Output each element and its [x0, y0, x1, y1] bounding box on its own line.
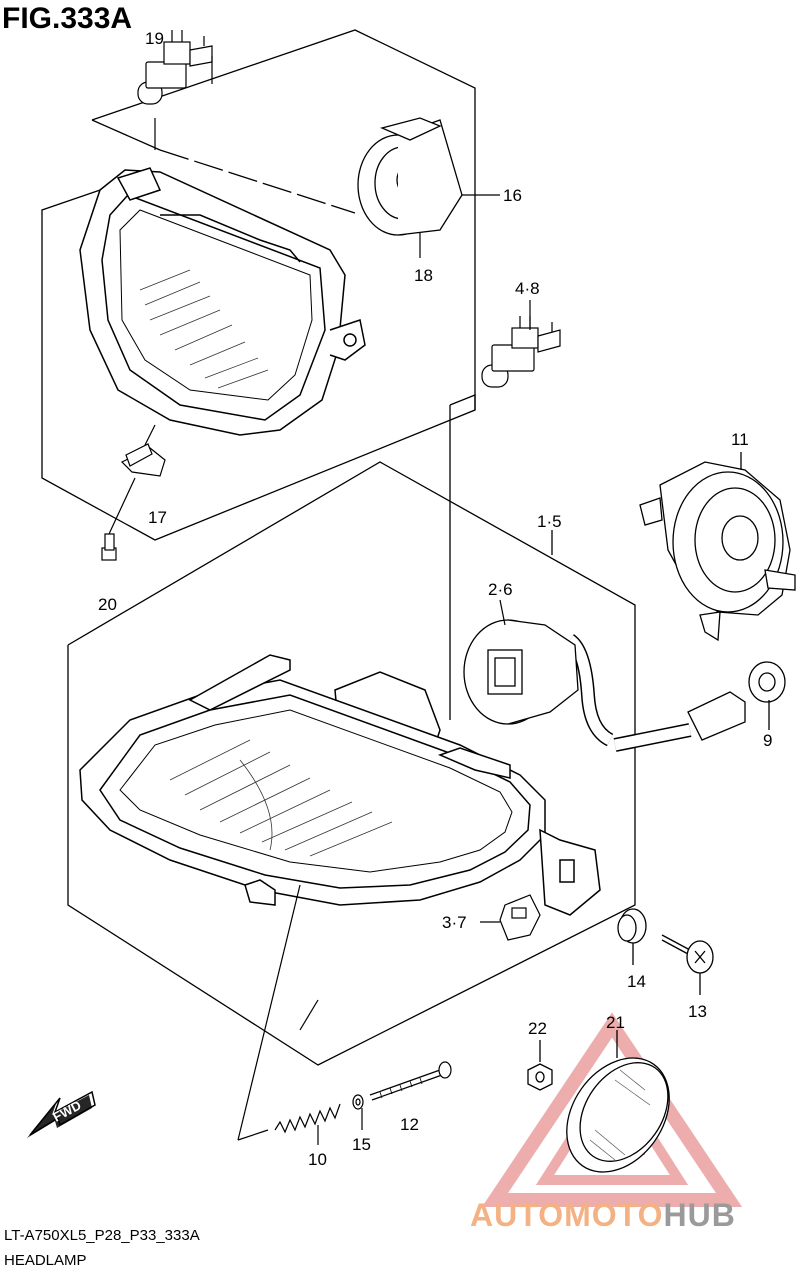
grommet-9-icon	[748, 661, 786, 730]
clip-17-icon	[120, 424, 166, 477]
watermark-text: AUTOMOTOHUB	[470, 1197, 736, 1233]
screw-12-icon	[369, 1061, 452, 1101]
callout-21: 21	[606, 1013, 625, 1032]
callout-18: 18	[414, 266, 433, 285]
callout-labels: 19 16 18 4·8 11 17 20 1·5 2·6 9 3·7 14 1…	[98, 29, 772, 1169]
callout-17: 17	[148, 508, 167, 527]
upper-headlamp-housing-icon	[79, 167, 366, 436]
bulb-19-icon	[137, 30, 213, 150]
callout-3-7: 3·7	[442, 913, 467, 932]
figure-title: FIG.333A	[2, 2, 132, 35]
lower-group-frame	[67, 394, 636, 1066]
diagram-caption: HEADLAMP	[4, 1252, 87, 1269]
reflector-21-icon	[566, 1030, 670, 1173]
callout-13: 13	[688, 1002, 707, 1021]
dust-cover-icon	[357, 117, 463, 236]
upper-group-frame	[41, 29, 476, 541]
main-headlamp-icon	[79, 654, 601, 916]
nut-22-icon	[527, 1040, 553, 1091]
watermark-part2: HUB	[663, 1197, 735, 1233]
watermark-part1: AUTOMOTO	[470, 1197, 663, 1233]
callout-2-6: 2·6	[488, 580, 513, 599]
grommet-14-icon	[617, 908, 647, 965]
adapter-ring-11-icon	[639, 452, 796, 642]
leader-lines	[299, 194, 531, 1031]
bulb-4-8-icon	[481, 316, 561, 388]
callout-19: 19	[145, 29, 164, 48]
callout-20: 20	[98, 595, 117, 614]
fwd-arrow-icon: FWD	[27, 1090, 96, 1138]
washer-15-icon	[352, 1094, 364, 1130]
bolt-20-icon	[101, 477, 136, 561]
callout-10: 10	[308, 1150, 327, 1169]
svg-text:AUTOMOTOHUB: AUTOMOTOHUB	[470, 1197, 736, 1233]
model-code: LT-A750XL5_P28_P33_333A	[4, 1227, 200, 1244]
spring-10-icon	[237, 884, 341, 1145]
callout-9: 9	[763, 731, 772, 750]
screw-13-icon	[661, 934, 714, 995]
callout-1-5: 1·5	[537, 512, 562, 531]
bracket-clip-icon	[480, 894, 541, 941]
callout-14: 14	[627, 972, 646, 991]
callout-4-8: 4·8	[515, 279, 540, 298]
callout-11: 11	[731, 430, 749, 449]
callout-15: 15	[352, 1135, 371, 1154]
callout-16: 16	[503, 186, 522, 205]
callout-12: 12	[400, 1115, 419, 1134]
callout-22: 22	[528, 1019, 547, 1038]
socket-harness-icon	[463, 619, 746, 752]
